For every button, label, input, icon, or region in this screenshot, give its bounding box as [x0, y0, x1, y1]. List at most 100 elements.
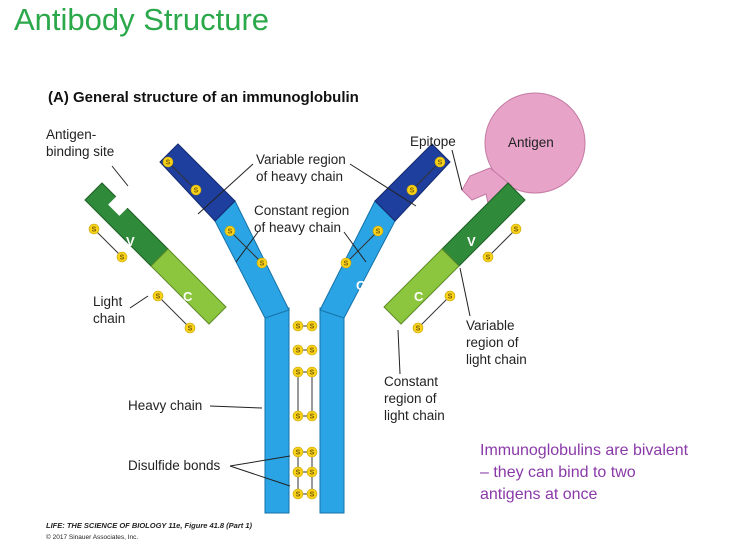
- sulfur-atom: S: [292, 320, 304, 332]
- heavy-chain-label: Heavy chain: [128, 398, 202, 413]
- svg-text:S: S: [310, 414, 315, 421]
- left-heavy-v-letter: V: [165, 204, 174, 219]
- sulfur-atom: S: [292, 466, 304, 478]
- sulfur-atom: S: [306, 410, 318, 422]
- bivalent-note-line-2: – they can bind to two: [480, 464, 636, 481]
- svg-text:S: S: [92, 227, 97, 234]
- constant-light-label-3: light chain: [384, 408, 445, 423]
- svg-text:S: S: [296, 470, 301, 477]
- right-light-chain: V C: [383, 182, 526, 325]
- variable-light-label-3: light chain: [466, 352, 527, 367]
- constant-heavy-label-1: Constant region: [254, 203, 349, 218]
- sulfur-atom: S: [482, 251, 494, 263]
- sulfur-atom: S: [292, 410, 304, 422]
- right-heavy-c-letter: C: [356, 278, 366, 293]
- sulfur-atom: S: [406, 184, 418, 196]
- sulfur-atom: S: [306, 488, 318, 500]
- sulfur-atom: S: [372, 225, 384, 237]
- sulfur-atom: S: [116, 251, 128, 263]
- slide-title: Antibody Structure: [14, 2, 270, 37]
- sulfur-atom: S: [256, 257, 268, 269]
- sulfur-atom: S: [162, 156, 174, 168]
- svg-text:S: S: [120, 255, 125, 262]
- svg-text:S: S: [310, 470, 315, 477]
- sulfur-atom: S: [292, 344, 304, 356]
- sulfur-atom: S: [292, 446, 304, 458]
- epitope-label: Epitope: [410, 134, 456, 149]
- antigen-label: Antigen: [508, 135, 554, 150]
- disulfide-bonds-label: Disulfide bonds: [128, 458, 221, 473]
- left-light-chain: V C: [84, 182, 227, 325]
- disulfide-bonds-arms: [93, 161, 517, 495]
- left-light-c-letter: C: [183, 289, 193, 304]
- svg-text:S: S: [296, 492, 301, 499]
- svg-text:S: S: [166, 160, 171, 167]
- svg-text:S: S: [448, 294, 453, 301]
- sulfur-atom: S: [184, 322, 196, 334]
- svg-text:S: S: [438, 160, 443, 167]
- svg-text:S: S: [296, 450, 301, 457]
- svg-text:S: S: [310, 450, 315, 457]
- antigen-binding-site-label-1: Antigen-: [46, 127, 96, 142]
- variable-light-label-2: region of: [466, 335, 519, 350]
- light-chain-label-1: Light: [93, 294, 123, 309]
- svg-text:S: S: [260, 261, 265, 268]
- svg-text:S: S: [296, 324, 301, 331]
- svg-text:S: S: [310, 348, 315, 355]
- sulfur-atom: S: [152, 290, 164, 302]
- left-heavy-c-letter: C: [230, 278, 240, 293]
- sulfur-atom: S: [190, 184, 202, 196]
- svg-text:S: S: [410, 188, 415, 195]
- sulfur-atom: S: [88, 223, 100, 235]
- right-heavy-v-letter: V: [432, 204, 441, 219]
- variable-heavy-label-2: of heavy chain: [256, 169, 343, 184]
- svg-text:S: S: [296, 414, 301, 421]
- figure-credit: LIFE: THE SCIENCE OF BIOLOGY 11e, Figure…: [46, 521, 253, 530]
- sulfur-atom: S: [340, 257, 352, 269]
- right-light-v-letter: V: [467, 234, 476, 249]
- sulfur-atom: S: [306, 344, 318, 356]
- sulfur-atom: S: [306, 320, 318, 332]
- left-light-v-letter: V: [126, 234, 135, 249]
- svg-text:S: S: [156, 294, 161, 301]
- svg-text:S: S: [296, 370, 301, 377]
- figure-copyright: © 2017 Sinauer Associates, Inc.: [46, 533, 138, 541]
- sulfur-atom: S: [444, 290, 456, 302]
- svg-text:S: S: [228, 229, 233, 236]
- sulfur-atom: S: [292, 366, 304, 378]
- sulfur-atoms: S S S S S S S S S S S S S S S S S S S S …: [88, 156, 522, 500]
- svg-text:S: S: [310, 492, 315, 499]
- svg-text:S: S: [296, 348, 301, 355]
- svg-text:S: S: [310, 324, 315, 331]
- svg-text:S: S: [194, 188, 199, 195]
- antigen-binding-site-label-2: binding site: [46, 144, 114, 159]
- sulfur-atom: S: [434, 156, 446, 168]
- light-chain-label-2: chain: [93, 311, 125, 326]
- svg-text:S: S: [416, 326, 421, 333]
- svg-text:S: S: [310, 370, 315, 377]
- constant-heavy-label-2: of heavy chain: [254, 220, 341, 235]
- variable-light-label-1: Variable: [466, 318, 515, 333]
- constant-light-label-2: region of: [384, 391, 437, 406]
- constant-light-label-1: Constant: [384, 374, 438, 389]
- svg-text:S: S: [344, 261, 349, 268]
- bivalent-note-line-1: Immunoglobulins are bivalent: [480, 442, 689, 459]
- svg-text:S: S: [514, 227, 519, 234]
- bivalent-note: Immunoglobulins are bivalent – they can …: [480, 440, 740, 506]
- figure-title: (A) General structure of an immunoglobul…: [48, 89, 359, 106]
- svg-text:S: S: [188, 326, 193, 333]
- bivalent-note-line-3: antigens at once: [480, 486, 598, 503]
- leader-lines: [111, 149, 471, 487]
- svg-text:S: S: [376, 229, 381, 236]
- sulfur-atom: S: [306, 446, 318, 458]
- sulfur-atom: S: [224, 225, 236, 237]
- sulfur-atom: S: [292, 488, 304, 500]
- sulfur-atom: S: [306, 466, 318, 478]
- sulfur-atom: S: [510, 223, 522, 235]
- variable-heavy-label-1: Variable region: [256, 152, 346, 167]
- sulfur-atom: S: [306, 366, 318, 378]
- svg-text:S: S: [486, 255, 491, 262]
- right-light-c-letter: C: [414, 289, 424, 304]
- sulfur-atom: S: [412, 322, 424, 334]
